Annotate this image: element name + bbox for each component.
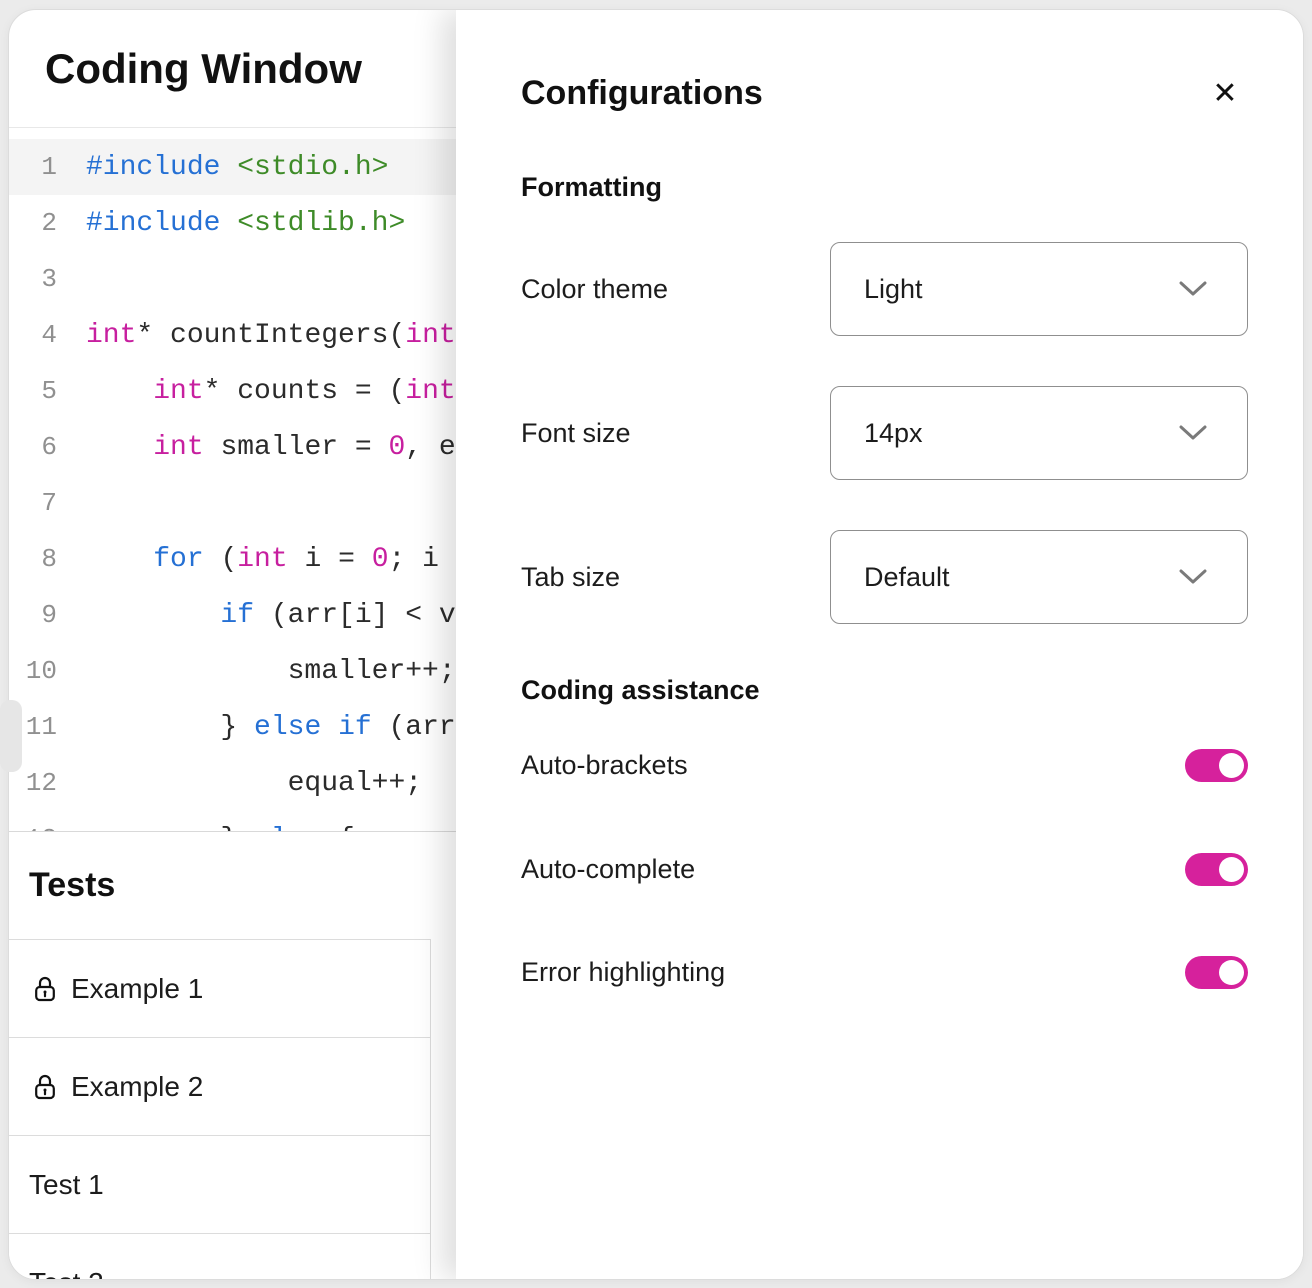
code-token: int [237, 543, 288, 575]
code-token [86, 600, 220, 631]
tab-size-label: Tab size [521, 561, 621, 592]
panel-title: Configurations [521, 74, 763, 112]
toggle-knob [1219, 752, 1244, 778]
code-token: int [153, 375, 204, 407]
test-row[interactable]: Test 2 [9, 1234, 430, 1280]
code-token: int [86, 319, 137, 351]
code-token: if [220, 599, 255, 631]
font-size-row: Font size 14px [521, 386, 1248, 480]
lock-icon [33, 975, 57, 1002]
code-token: int [405, 375, 456, 407]
line-number: 3 [41, 264, 57, 294]
code-line: 12 equal++; [9, 755, 1303, 811]
auto-brackets-label: Auto-brackets [521, 749, 688, 780]
code-text: #include <stdlib.h> [86, 208, 405, 239]
auto-brackets-toggle[interactable] [1185, 748, 1248, 782]
line-number: 1 [41, 152, 57, 182]
tab-size-row: Tab size Default [521, 530, 1248, 624]
code-token [321, 712, 338, 743]
code-token [86, 376, 153, 407]
line-number: 2 [41, 208, 57, 238]
code-token [86, 544, 153, 575]
test-label: Example 2 [71, 1070, 204, 1102]
error-highlighting-row: Error highlighting [521, 946, 1248, 998]
line-number: 7 [41, 488, 57, 518]
left-drawer-handle[interactable] [0, 700, 22, 772]
auto-complete-label: Auto-complete [521, 853, 696, 884]
code-line: 7 [9, 475, 1303, 531]
code-token: #include [86, 207, 238, 239]
line-number: 5 [41, 376, 57, 406]
code-token: smaller++; [86, 655, 456, 687]
coding-window-card: Coding Window 1 #include <stdio.h> 2 #inclu… [8, 9, 1304, 1280]
tests-list: Example 1 Example 2 Test 1 Test 2 [9, 939, 431, 1280]
test-label: Example 1 [71, 972, 204, 1004]
font-size-label: Font size [521, 417, 631, 448]
test-row[interactable]: Test 1 [9, 1136, 430, 1234]
tests-title: Tests [29, 866, 116, 904]
code-line: 2 #include <stdlib.h> [9, 195, 1303, 251]
color-theme-select[interactable]: Light [830, 242, 1248, 336]
code-text: #include <stdio.h> [86, 152, 388, 183]
line-number: 12 [25, 768, 57, 798]
configurations-panel: Configurations ✕ Formatting Color theme … [456, 10, 1303, 1279]
code-token [86, 432, 153, 463]
toggle-knob [1219, 856, 1244, 882]
code-token: for [153, 543, 204, 575]
line-number: 10 [25, 656, 57, 686]
test-label: Test 1 [29, 1168, 104, 1200]
error-highlighting-label: Error highlighting [521, 956, 726, 987]
tests-header: Tests [9, 832, 1303, 939]
chevron-down-icon [1179, 569, 1207, 585]
tab-size-select[interactable]: Default [830, 530, 1248, 624]
test-row[interactable]: Example 1 [9, 940, 430, 1038]
code-token: <stdlib.h> [237, 207, 406, 239]
chevron-down-icon [1179, 281, 1207, 297]
auto-complete-toggle[interactable] [1185, 852, 1248, 886]
coding-assistance-heading: Coding assistance [521, 675, 760, 705]
code-token: 0 [371, 543, 389, 575]
code-text: equal++; [86, 768, 422, 799]
code-token: } [86, 711, 255, 743]
close-icon: ✕ [1212, 76, 1238, 110]
auto-complete-row: Auto-complete [521, 843, 1248, 895]
code-token: <stdio.h> [237, 151, 389, 183]
code-token: i = [287, 543, 372, 575]
auto-brackets-row: Auto-brackets [521, 739, 1248, 791]
code-token: if [338, 711, 372, 743]
code-token: equal++; [86, 767, 423, 799]
close-button[interactable]: ✕ [1203, 71, 1247, 115]
code-token: #include [86, 151, 238, 183]
color-theme-value: Light [864, 273, 923, 304]
page-title: Coding Window [45, 44, 362, 92]
test-label: Test 2 [29, 1267, 104, 1280]
code-token: * countIntegers( [136, 319, 406, 351]
code-token: * counts = ( [203, 375, 406, 407]
line-number: 8 [41, 544, 57, 574]
code-text: smaller++; [86, 656, 456, 687]
tab-size-value: Default [864, 561, 950, 592]
code-line: 10 smaller++; [9, 643, 1303, 699]
font-size-value: 14px [864, 417, 923, 448]
code-token: ( [203, 543, 238, 575]
line-number: 4 [41, 320, 57, 350]
toggle-knob [1219, 959, 1244, 985]
font-size-select[interactable]: 14px [830, 386, 1248, 480]
formatting-heading: Formatting [521, 172, 662, 202]
error-highlighting-toggle[interactable] [1185, 955, 1248, 989]
code-token: int [405, 319, 456, 351]
code-token: else [254, 711, 322, 743]
code-token: 0 [388, 431, 406, 463]
chevron-down-icon [1179, 425, 1207, 441]
line-number: 11 [25, 712, 57, 742]
color-theme-row: Color theme Light [521, 242, 1248, 336]
line-number: 6 [41, 432, 57, 462]
test-row[interactable]: Example 2 [9, 1038, 430, 1136]
lock-icon [33, 1073, 57, 1100]
code-token: smaller = [203, 431, 389, 463]
line-number: 9 [41, 600, 57, 630]
color-theme-label: Color theme [521, 273, 669, 304]
code-line: 3 [9, 251, 1303, 307]
code-token: int [153, 431, 204, 463]
